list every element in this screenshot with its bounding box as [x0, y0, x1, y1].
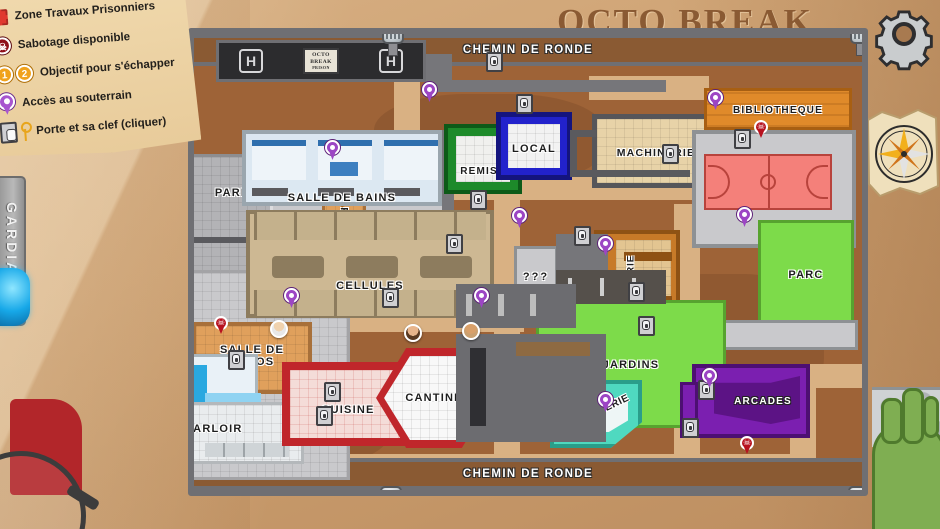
door-lock[interactable]	[662, 144, 679, 164]
underground-access-pin[interactable]	[708, 90, 723, 110]
watchtower	[848, 486, 862, 490]
room-parc-label: PARC	[788, 269, 824, 281]
wall-segment	[426, 54, 452, 82]
door-lock[interactable]	[516, 94, 533, 114]
legend-item-label: Zone Travaux Prisonniers	[14, 0, 156, 22]
door-lock[interactable]	[628, 282, 645, 302]
sabotage-marker-icon	[0, 37, 12, 55]
door-lock[interactable]	[316, 406, 333, 426]
objective-badge-2: 2	[15, 64, 33, 82]
legend-item-label: Sabotage disponible	[17, 30, 131, 51]
yard-structure	[456, 334, 606, 442]
sabotage-marker[interactable]	[754, 119, 768, 138]
legend-panel: Zone Travaux Prisonniers Sabotage dispon…	[0, 0, 202, 161]
watchtower	[382, 34, 404, 56]
underground-access-pin[interactable]	[325, 140, 340, 160]
underground-access-pin[interactable]	[474, 288, 489, 308]
door-lock[interactable]	[228, 350, 245, 370]
compass-rose-icon	[866, 104, 940, 200]
wall-segment	[426, 80, 666, 92]
room-parc[interactable]: PARC	[758, 220, 854, 324]
underground-pin-icon	[0, 92, 16, 115]
objective-badges-icon: 1 2	[0, 64, 34, 84]
door-lock[interactable]	[682, 418, 699, 438]
perimeter-walk-bottom-label: CHEMIN DE RONDE	[462, 468, 594, 480]
prison-map[interactable]: CHEMIN DE RONDE CHEMIN DE RONDE H OCTO B…	[188, 28, 868, 496]
room-local[interactable]: LOCAL	[496, 112, 572, 180]
door-and-key-icon	[0, 121, 30, 144]
room-unknown-label: ???	[522, 271, 550, 283]
sabotage-marker[interactable]	[188, 378, 194, 396]
zone-travaux-swatch-icon	[0, 8, 8, 25]
legend-item-label: Objectif pour s'échapper	[39, 56, 176, 79]
avatar[interactable]	[462, 322, 480, 340]
watchtower	[850, 34, 862, 56]
underground-access-pin[interactable]	[598, 392, 613, 412]
gear-icon[interactable]	[870, 6, 938, 78]
underground-access-pin[interactable]	[702, 368, 717, 388]
door-lock[interactable]	[574, 226, 591, 246]
door-lock[interactable]	[324, 382, 341, 402]
door-lock[interactable]	[734, 129, 751, 149]
door-lock[interactable]	[470, 190, 487, 210]
room-bibliotheque[interactable]: BIBLIOTHEQUE	[704, 88, 852, 130]
team-orb-indicator[interactable]	[0, 268, 30, 326]
door-lock[interactable]	[446, 234, 463, 254]
legend-item-label: Porte et sa clef (cliquer)	[35, 115, 167, 137]
watchtower	[380, 486, 402, 490]
sabotage-marker[interactable]	[214, 315, 228, 334]
basketball-court[interactable]	[704, 154, 832, 210]
objective-badge-1: 1	[0, 66, 14, 84]
sabotage-marker[interactable]	[740, 435, 754, 454]
legend-item-label: Accès au souterrain	[21, 88, 133, 109]
underground-access-pin[interactable]	[512, 208, 527, 228]
door-lock[interactable]	[382, 288, 399, 308]
avatar[interactable]	[270, 320, 288, 338]
prison-sign: OCTO BREAK PRISON	[303, 47, 339, 75]
helipad-mark: H	[239, 49, 264, 73]
door-lock[interactable]	[188, 242, 191, 262]
green-hand-decoration	[872, 388, 940, 529]
room-salle-de-bains[interactable]: SALLE DE BAINS	[242, 130, 442, 206]
door-lock[interactable]	[638, 316, 655, 336]
perimeter-walk-top-label: CHEMIN DE RONDE	[462, 44, 594, 56]
underground-access-pin[interactable]	[598, 236, 613, 256]
door-lock[interactable]	[486, 52, 503, 72]
underground-access-pin[interactable]	[737, 207, 752, 227]
underground-access-pin[interactable]	[422, 82, 437, 102]
door-lock[interactable]	[698, 380, 715, 400]
avatar[interactable]	[404, 324, 422, 342]
underground-access-pin[interactable]	[284, 288, 299, 308]
